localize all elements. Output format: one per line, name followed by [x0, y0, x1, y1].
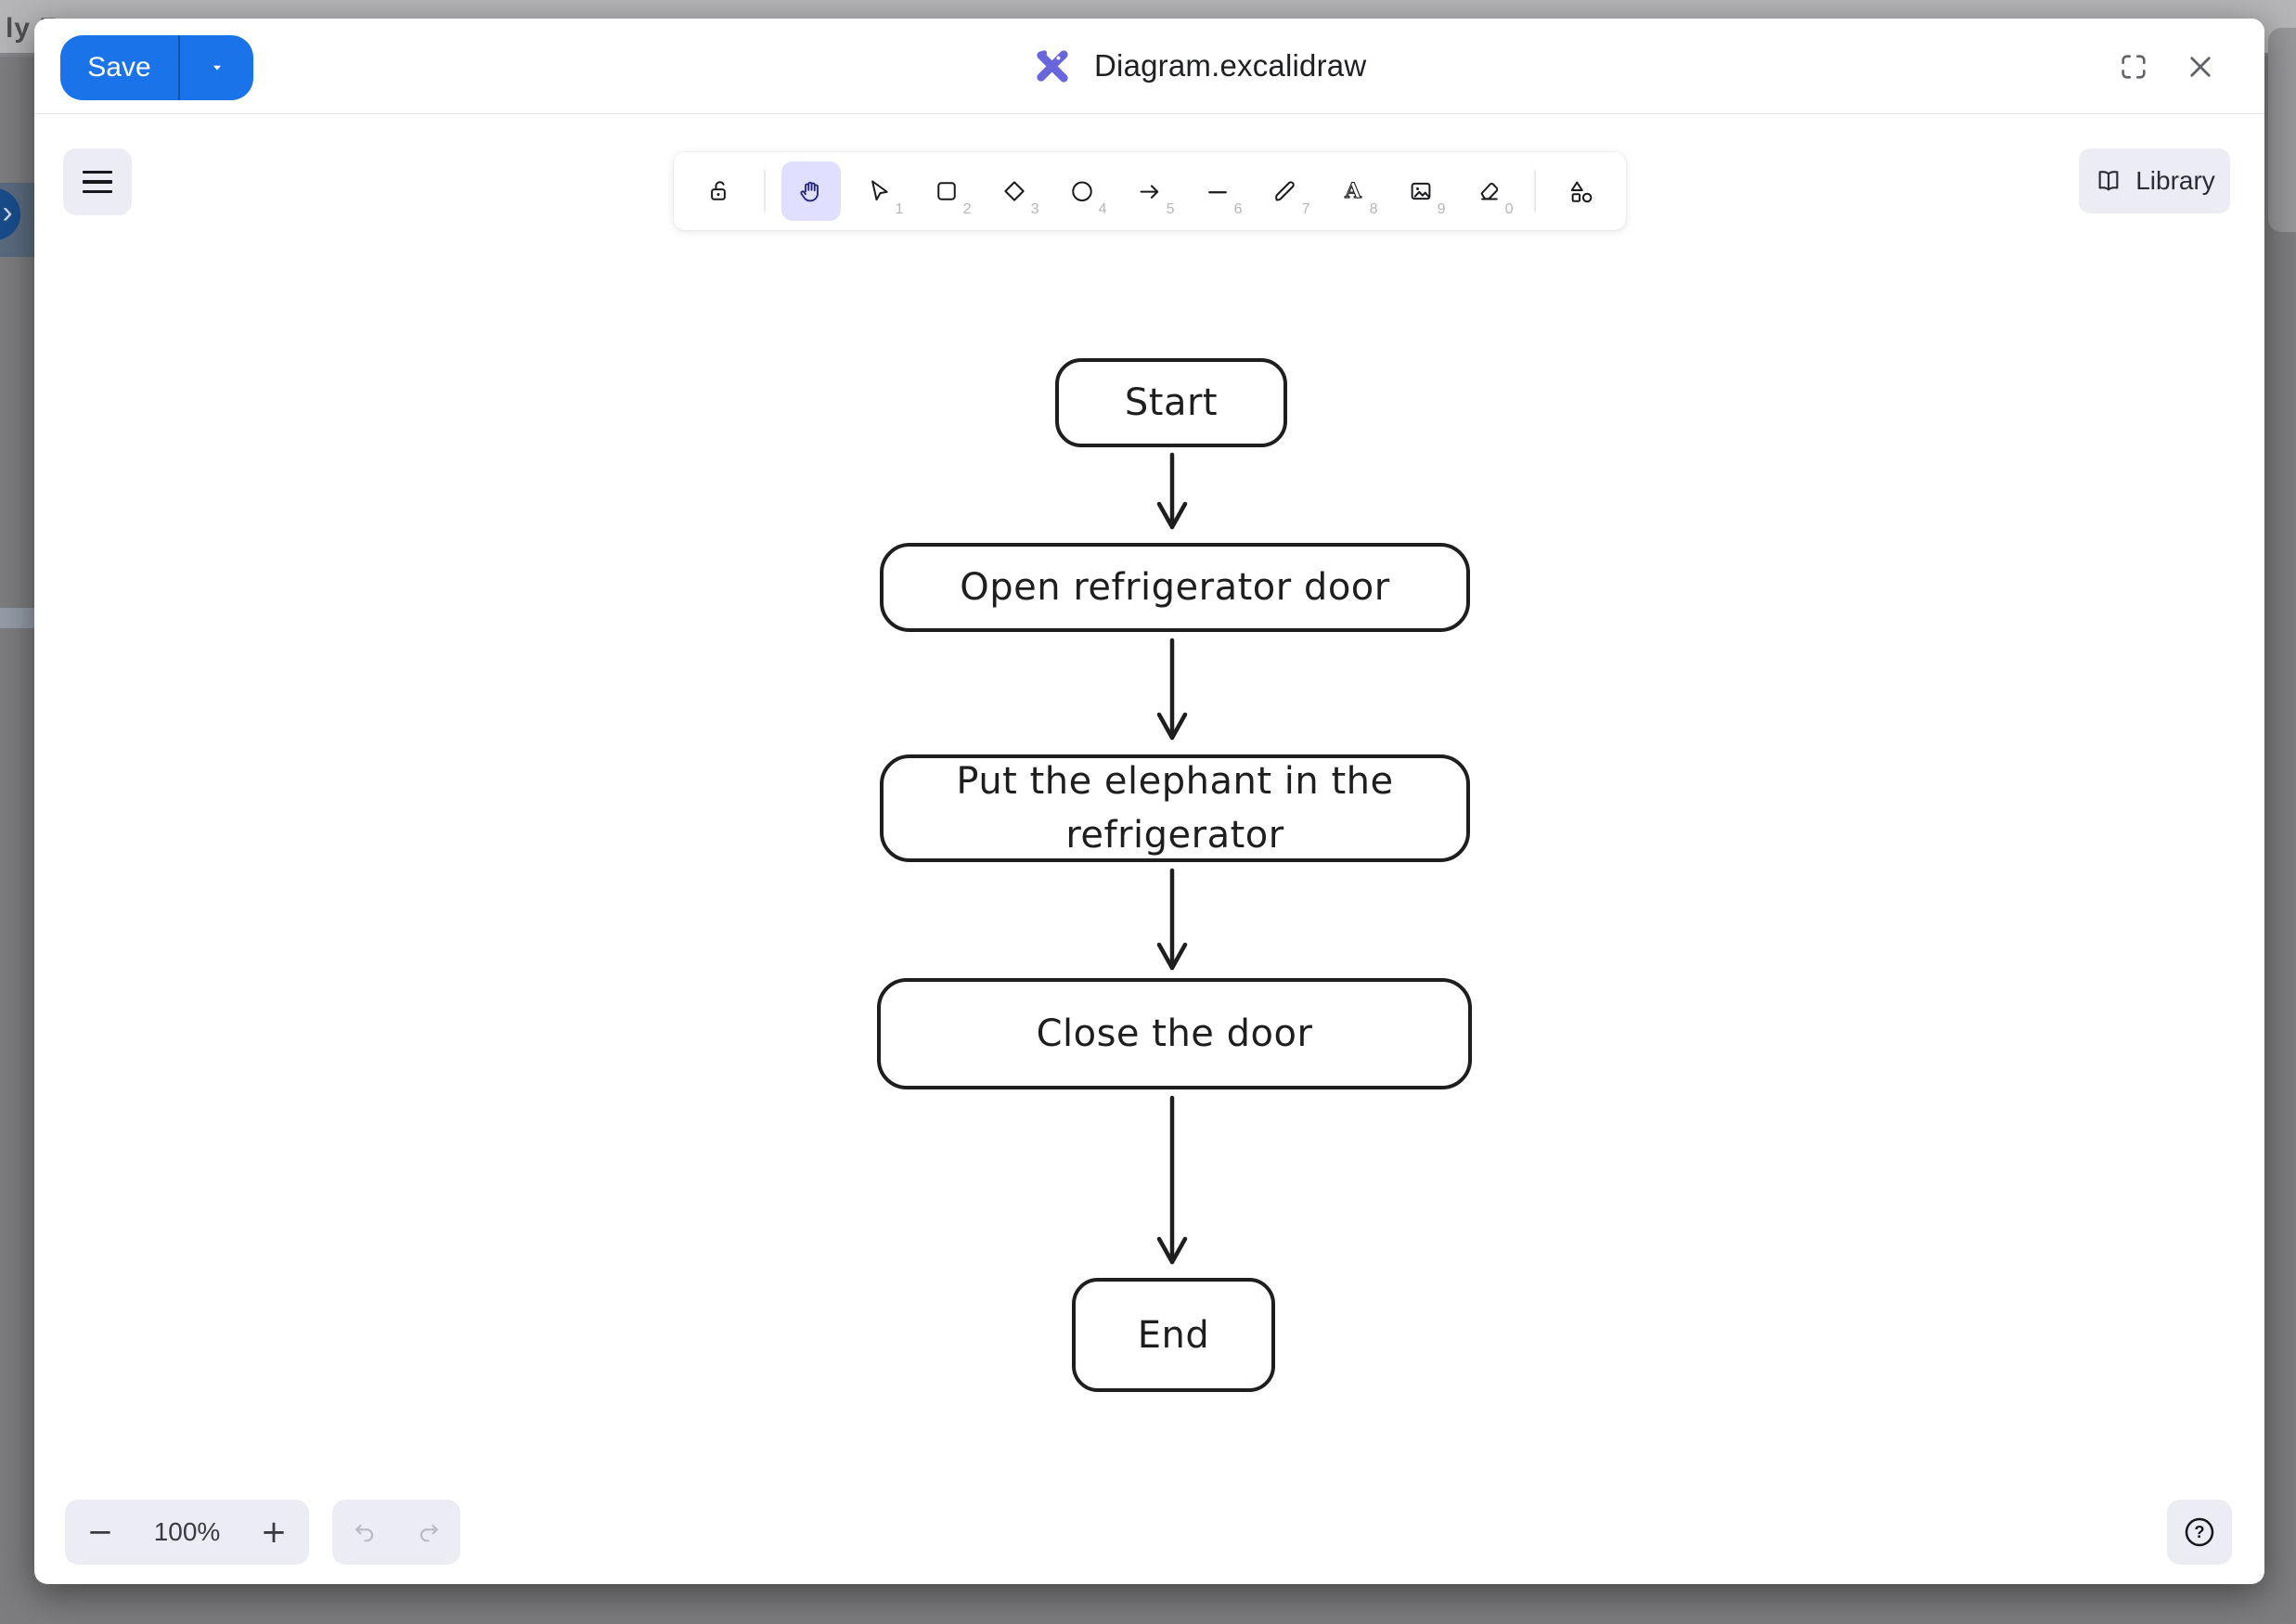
- underlying-strip: [0, 608, 45, 628]
- undo-icon: [355, 1525, 373, 1542]
- main-menu-button[interactable]: [63, 148, 132, 215]
- tool-selection-button[interactable]: 1: [849, 161, 909, 221]
- history-control: [332, 1500, 460, 1565]
- zoom-in-button[interactable]: +: [248, 1506, 300, 1558]
- flowchart-node-put-elephant[interactable]: Put the elephant in the refrigerator: [880, 754, 1470, 862]
- cursor-icon: [871, 180, 888, 201]
- save-split-button: Save: [60, 35, 253, 100]
- underlying-right-panel-edge: [2268, 28, 2296, 232]
- zoom-control: − 100% +: [65, 1500, 309, 1565]
- redo-icon: [419, 1525, 438, 1542]
- save-button[interactable]: Save: [60, 35, 180, 100]
- chevron-down-icon: [213, 65, 221, 71]
- lock-open-icon: [710, 181, 726, 200]
- diamond-icon: [1003, 181, 1025, 201]
- ellipse-icon: [1071, 181, 1092, 201]
- zoom-out-button[interactable]: −: [74, 1506, 126, 1558]
- tool-eraser-button[interactable]: 0: [1459, 161, 1518, 221]
- book-icon: [2098, 171, 2119, 191]
- hand-icon: [799, 181, 819, 202]
- save-dropdown-button[interactable]: [180, 35, 253, 100]
- eraser-icon: [1480, 182, 1498, 200]
- tool-text-button[interactable]: A 8: [1323, 161, 1383, 221]
- excalidraw-logo-icon: [1037, 50, 1068, 83]
- tool-hand-button[interactable]: [780, 161, 841, 221]
- toolbar-divider: [763, 170, 766, 213]
- flowchart-node-end[interactable]: End: [1072, 1278, 1275, 1392]
- toolbar-divider: [1533, 170, 1536, 213]
- help-icon: ?: [2185, 1517, 2214, 1547]
- title-group: Diagram.excalidraw: [1033, 19, 1366, 113]
- tool-arrow-button[interactable]: 5: [1120, 161, 1180, 221]
- tool-image-button[interactable]: 9: [1391, 161, 1451, 221]
- hamburger-icon: [83, 170, 112, 194]
- line-icon: [1207, 191, 1227, 194]
- edge-put-close: [1156, 868, 1188, 971]
- library-button[interactable]: Library: [2079, 148, 2230, 213]
- undo-button[interactable]: [339, 1506, 391, 1558]
- library-button-label: Library: [2135, 166, 2215, 195]
- node-label: Put the elephant in the refrigerator: [956, 760, 1394, 857]
- flowchart-node-open-door[interactable]: Open refrigerator door: [880, 543, 1470, 632]
- tool-line-button[interactable]: 6: [1188, 161, 1247, 221]
- tool-draw-button[interactable]: 7: [1256, 161, 1315, 221]
- fullscreen-icon: [2122, 55, 2146, 79]
- modal-header: Save Diagram.excalidraw: [34, 19, 2264, 114]
- shapes-icon: [1570, 181, 1592, 203]
- zoom-level-value[interactable]: 100%: [153, 1517, 221, 1546]
- excalidraw-modal: Save Diagram.excalidraw: [34, 19, 2264, 1584]
- fullscreen-button[interactable]: [2113, 46, 2154, 87]
- svg-text:?: ?: [2194, 1522, 2204, 1541]
- tool-shapes-button[interactable]: [1552, 161, 1611, 221]
- document-title: Diagram.excalidraw: [1094, 48, 1367, 83]
- rectangle-icon: [936, 182, 956, 200]
- flowchart-node-close-door[interactable]: Close the door: [877, 978, 1472, 1089]
- help-button[interactable]: ?: [2167, 1500, 2232, 1565]
- tool-ellipse-button[interactable]: 4: [1052, 161, 1112, 221]
- node-label: End: [1137, 1313, 1210, 1357]
- tool-rectangle-button[interactable]: 2: [917, 161, 976, 221]
- pencil-icon: [1274, 181, 1295, 201]
- tool-diamond-button[interactable]: 3: [985, 161, 1044, 221]
- svg-text:A: A: [1344, 179, 1361, 203]
- close-button[interactable]: [2180, 46, 2221, 87]
- tool-lock-button[interactable]: [689, 161, 748, 221]
- arrow-icon: [1140, 185, 1158, 199]
- image-icon: [1411, 182, 1430, 200]
- save-button-label: Save: [87, 52, 151, 83]
- edge-start-open: [1156, 452, 1188, 530]
- edge-open-put: [1156, 638, 1188, 741]
- node-label: Close the door: [1036, 1012, 1313, 1055]
- tool-island: 1 2 3 4 5: [673, 152, 1626, 230]
- redo-button[interactable]: [403, 1506, 455, 1558]
- flowchart-node-start[interactable]: Start: [1055, 358, 1287, 447]
- underlying-chevron-badge: ›: [0, 188, 20, 240]
- text-icon: A: [1343, 178, 1361, 203]
- edge-close-end: [1156, 1095, 1188, 1265]
- close-icon: [2190, 57, 2211, 77]
- node-label: Start: [1124, 381, 1219, 424]
- node-label: Open refrigerator door: [960, 566, 1390, 609]
